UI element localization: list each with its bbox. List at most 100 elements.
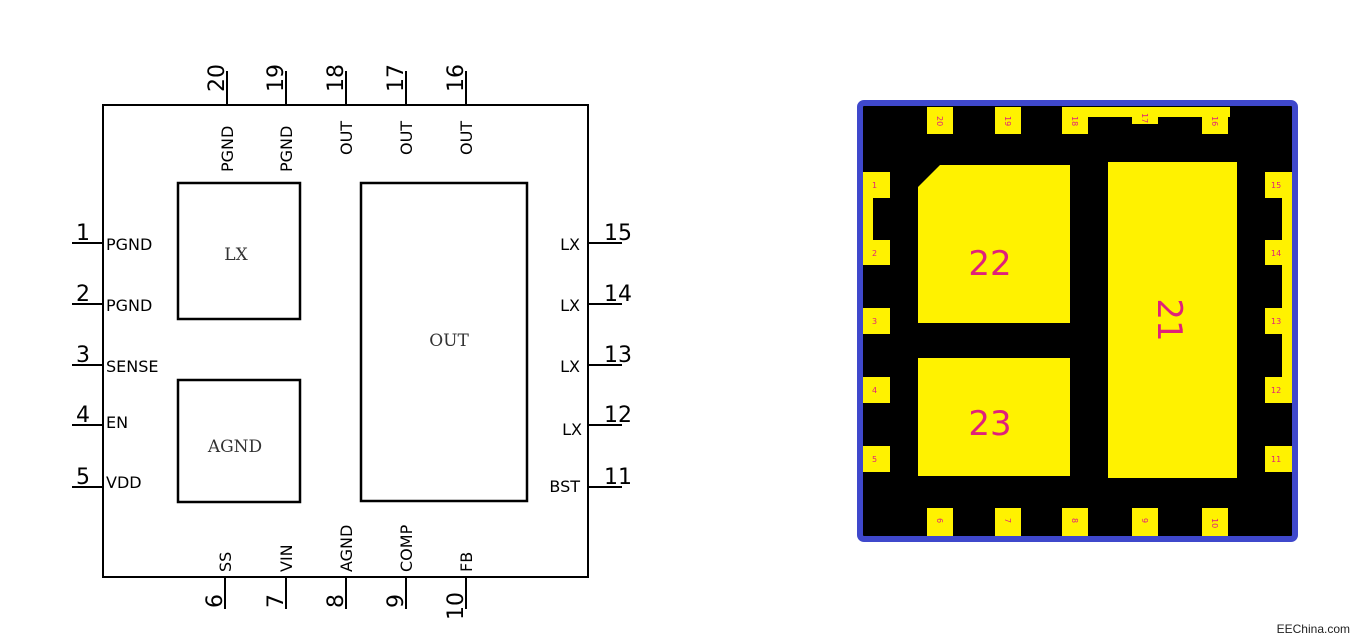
bottom-pin-10: 10 FB (444, 552, 476, 620)
left-pin-5: 5 VDD (72, 465, 142, 492)
right-pin-12: 12 LX (562, 403, 632, 439)
right-pad-12-label: 12 (1271, 386, 1281, 395)
pin-name: LX (560, 296, 580, 315)
left-pad-2-label: 2 (872, 249, 877, 258)
pin-number: 9 (384, 594, 409, 608)
top-pin-17: 17 OUT (384, 64, 416, 155)
agnd-pad-outline (176, 378, 302, 504)
left-pad-1-label: 1 (872, 181, 877, 190)
agnd-pad-label: AGND (207, 437, 262, 457)
pin-number: 16 (444, 64, 469, 92)
right-pad-13-label: 13 (1271, 317, 1281, 326)
pin-number: 14 (604, 282, 632, 307)
pin-name: EN (106, 413, 128, 432)
pin-number: 19 (264, 64, 289, 92)
right-pin-15: 15 LX (560, 221, 632, 254)
bottom-pin-6: 6 SS (203, 552, 235, 609)
right-pad-11-label: 11 (1271, 455, 1281, 464)
right-pad-12 (1265, 377, 1292, 403)
left-pad-bridge (863, 172, 873, 265)
pin-number: 6 (203, 594, 228, 608)
watermark: EEChina.com (1276, 622, 1350, 636)
left-pad-3 (863, 308, 890, 334)
pin-number: 17 (384, 64, 409, 92)
right-pin-13: 13 LX (560, 343, 632, 376)
top-pad-19-label: 19 (1003, 116, 1012, 126)
pin-name: PGND (106, 296, 152, 315)
left-pad-5-label: 5 (872, 455, 877, 464)
pcb-footprint: 22 23 21 20 19 18 17 16 6 7 8 9 10 1 2 (857, 100, 1298, 542)
left-pad-1 (863, 172, 890, 198)
schematic-pinout: LX AGND OUT 1 PGND 2 PGND 3 SENSE 4 EN 5 (72, 64, 632, 620)
out-pad-label: OUT (429, 331, 469, 351)
pin-number: 20 (205, 64, 230, 92)
pin-number: 3 (76, 343, 90, 368)
right-pin-11: 11 BST (549, 465, 632, 496)
pin-name: FB (457, 552, 476, 572)
pin-name: LX (560, 235, 580, 254)
left-pin-3: 3 SENSE (72, 343, 159, 376)
top-pad-18-label: 18 (1070, 116, 1079, 126)
top-pin-20: 20 PGND (205, 64, 237, 172)
out-pad-outline (359, 181, 529, 503)
top-pin-16: 16 OUT (444, 64, 476, 155)
pin-name: COMP (397, 524, 416, 572)
right-pad-15 (1265, 172, 1292, 198)
pin-name: LX (562, 420, 582, 439)
bottom-pad-9 (1132, 508, 1158, 536)
top-pad-17 (1132, 107, 1158, 124)
package-outline (102, 104, 589, 578)
top-pin-18: 18 OUT (324, 64, 356, 155)
bottom-pin-9: 9 COMP (384, 524, 416, 609)
pin-number: 8 (324, 594, 349, 608)
pin-number: 15 (604, 221, 632, 246)
right-pad-14 (1265, 240, 1292, 265)
top-pad-18 (1062, 107, 1088, 134)
pad-22-label: 22 (968, 244, 1011, 284)
bottom-pin-8: 8 AGND (324, 525, 356, 609)
pin-number: 11 (604, 465, 632, 490)
bottom-pad-6 (927, 508, 953, 536)
pin-number: 10 (444, 592, 469, 620)
bottom-pad-7-label: 7 (1003, 518, 1012, 523)
pin-name: LX (560, 357, 580, 376)
top-pad-20 (927, 107, 953, 134)
top-pad-20-label: 20 (935, 116, 944, 126)
top-pad-19 (995, 107, 1021, 134)
pin-name: SENSE (106, 357, 159, 376)
lx-pad-outline (176, 181, 302, 321)
left-pad-3-label: 3 (872, 317, 877, 326)
bottom-pad-10 (1202, 508, 1228, 536)
bottom-pad-6-label: 6 (935, 518, 944, 523)
left-pin-2: 2 PGND (72, 282, 152, 315)
top-pad-16 (1202, 107, 1228, 134)
pin-number: 18 (324, 64, 349, 92)
right-pin-14: 14 LX (560, 282, 632, 315)
pad-22 (918, 165, 1070, 323)
pin-name: VDD (106, 473, 142, 492)
bottom-pad-7 (995, 508, 1021, 536)
pin-number: 1 (76, 221, 90, 246)
pin-name: PGND (218, 126, 237, 172)
pin-name: AGND (337, 525, 356, 572)
top-pin-19: 19 PGND (264, 64, 296, 172)
left-pin-1: 1 PGND (72, 221, 152, 254)
left-pin-4: 4 EN (72, 403, 128, 432)
right-pad-14-label: 14 (1271, 249, 1281, 258)
top-pad-16-label: 16 (1210, 116, 1219, 126)
pad-23-label: 23 (968, 404, 1011, 444)
pin-number: 7 (264, 594, 289, 608)
lx-pad-label: LX (224, 245, 248, 265)
pin-number: 12 (604, 403, 632, 428)
pin-name: OUT (457, 121, 476, 155)
left-pad-2 (863, 240, 890, 265)
pin-name: PGND (106, 235, 152, 254)
left-pad-4-label: 4 (872, 386, 877, 395)
bottom-pad-9-label: 9 (1140, 518, 1149, 523)
bottom-pad-8 (1062, 508, 1088, 536)
bottom-pin-7: 7 VIN (264, 544, 296, 609)
pin-number: 13 (604, 343, 632, 368)
pad-21-label: 21 (1149, 298, 1189, 341)
pin-name: OUT (337, 121, 356, 155)
